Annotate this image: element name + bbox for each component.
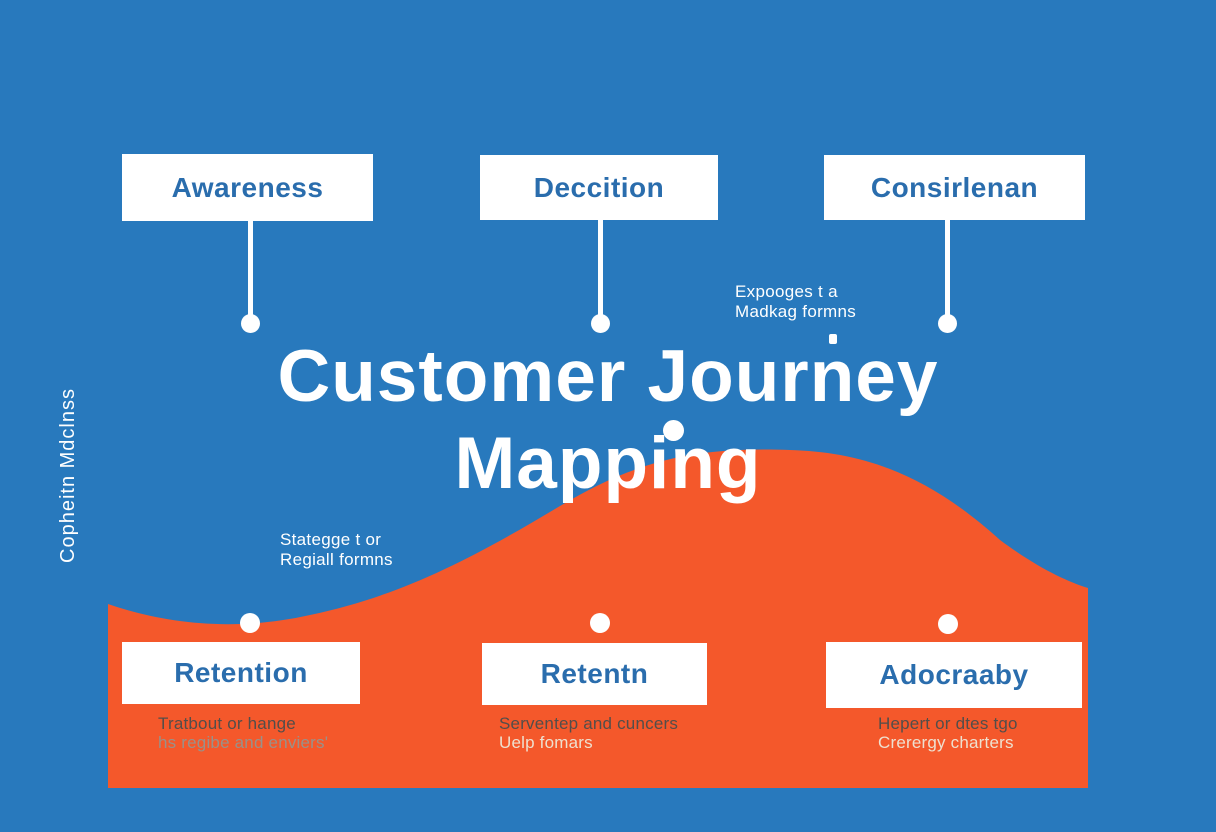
page-title-line1: Customer Journey [277, 336, 939, 417]
stage-box-retention: Retention [122, 642, 360, 704]
stage-box-advocacy: Adocraaby [826, 642, 1082, 708]
connector-dot-awareness [241, 314, 260, 333]
stage-box-retentn: Retentn [482, 643, 707, 705]
note-strategy: Stategge t or Regiall formns [280, 530, 393, 569]
stage-box-decision: Deccition [480, 155, 718, 220]
wave-marker-dot-advocacy [938, 614, 958, 634]
connector-line-consideration [945, 220, 950, 316]
stage-box-awareness: Awareness [122, 154, 373, 221]
note-exposure: Expooges t a Madkag formns [735, 282, 857, 321]
stage-box-consideration: Consirlenan [824, 155, 1085, 220]
wave-marker-dot-retentn [590, 613, 610, 633]
stage-label: Awareness [171, 171, 324, 203]
stage-note-advocacy: Hepert or dtes tgo Crerergy charters [878, 714, 1018, 752]
connector-dot-decision [591, 314, 610, 333]
stage-label: Retention [174, 657, 308, 688]
connector-line-awareness [248, 221, 253, 316]
connector-line-decision [598, 220, 603, 316]
stage-label: Consirlenan [870, 171, 1039, 203]
stage-note-retention: Tratbout or hange hs regibe and enviers' [158, 714, 329, 752]
page-title-line2: Mapping [454, 423, 762, 504]
stage-label: Retentn [540, 658, 649, 689]
wave-marker-dot-center [663, 420, 684, 441]
page-title: Customer Journey Mapping [0, 333, 1216, 507]
title-stray-mark [829, 334, 837, 344]
wave-marker-dot-retention [240, 613, 260, 633]
stage-label: Adocraaby [879, 659, 1029, 690]
stage-note-retentn: Serventep and cuncers Uelp fomars [499, 714, 679, 752]
connector-dot-consideration [938, 314, 957, 333]
stage-label: Deccition [533, 171, 665, 203]
